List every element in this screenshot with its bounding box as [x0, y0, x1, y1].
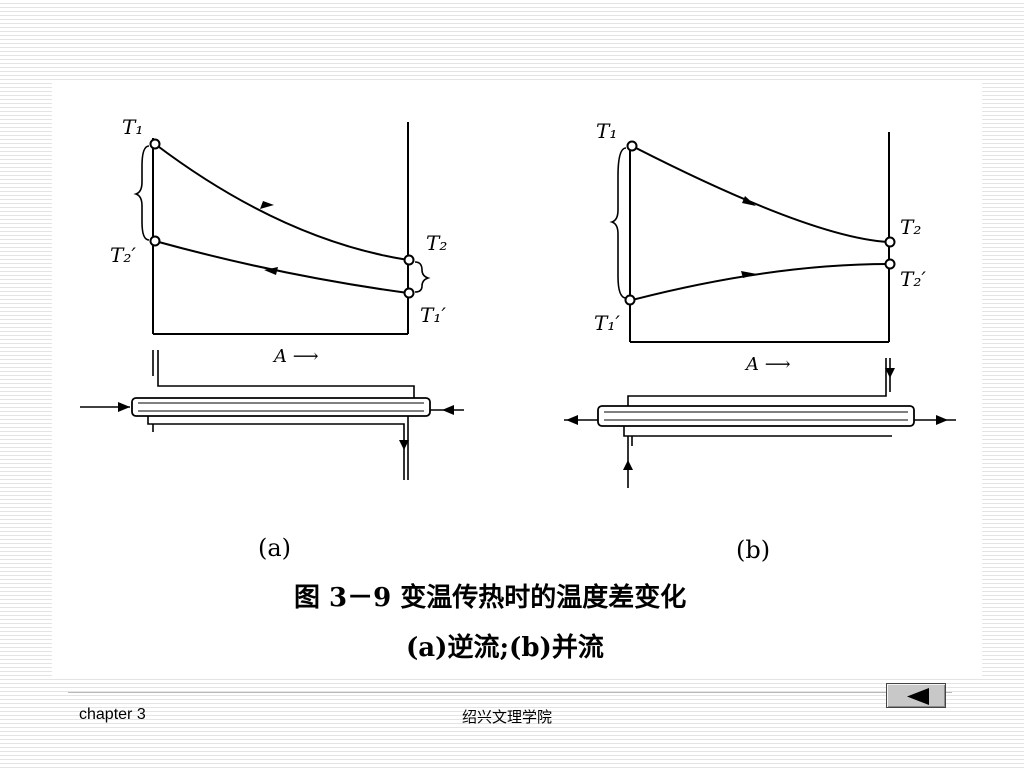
label-b-t2: T₂ [900, 215, 921, 239]
axis-label-b: A ⟶ [744, 354, 791, 375]
footer-divider [68, 692, 952, 693]
label-a-t2-prime: T₂′ [110, 243, 136, 267]
panel-a-exchanger [80, 350, 464, 480]
panel-b-exchanger [564, 358, 956, 488]
cold-fluid-curve-b [631, 263, 890, 301]
sublabel-a: (a) [258, 534, 291, 562]
label-b-t2-prime: T₂′ [900, 267, 926, 291]
panel-a-chart [133, 122, 431, 335]
cold-fluid-curve-a [154, 240, 409, 294]
figure-panel: T₁ T₂′ T₂ T₁′ A ⟶ (a) T₁ T₁′ T₂ T₂′ A ⟶ … [52, 80, 982, 676]
label-b-t1: T₁ [596, 119, 617, 143]
figure-caption-title: 图 3－9 变温传热时的温度差变化 [294, 582, 686, 613]
panel-b-chart [609, 132, 896, 343]
label-a-t1-prime: T₁′ [420, 303, 446, 327]
footer-chapter-label: chapter 3 [79, 706, 146, 723]
label-a-t2: T₂ [426, 231, 447, 255]
sublabel-b: (b) [736, 536, 770, 564]
label-a-t1: T₁ [122, 115, 143, 139]
nav-back-button[interactable] [886, 683, 946, 708]
footer-institution: 绍兴文理学院 [462, 708, 553, 726]
figure-caption-subtitle: (a)逆流;(b)并流 [406, 632, 604, 663]
heat-transfer-diagram: T₁ T₂′ T₂ T₁′ A ⟶ (a) T₁ T₁′ T₂ T₂′ A ⟶ … [80, 115, 956, 663]
hot-fluid-curve-a [154, 143, 409, 261]
label-b-t1-prime: T₁′ [594, 311, 620, 335]
triangle-left-icon [907, 688, 929, 705]
axis-label-a: A ⟶ [272, 346, 319, 367]
hot-fluid-curve-b [631, 145, 890, 243]
